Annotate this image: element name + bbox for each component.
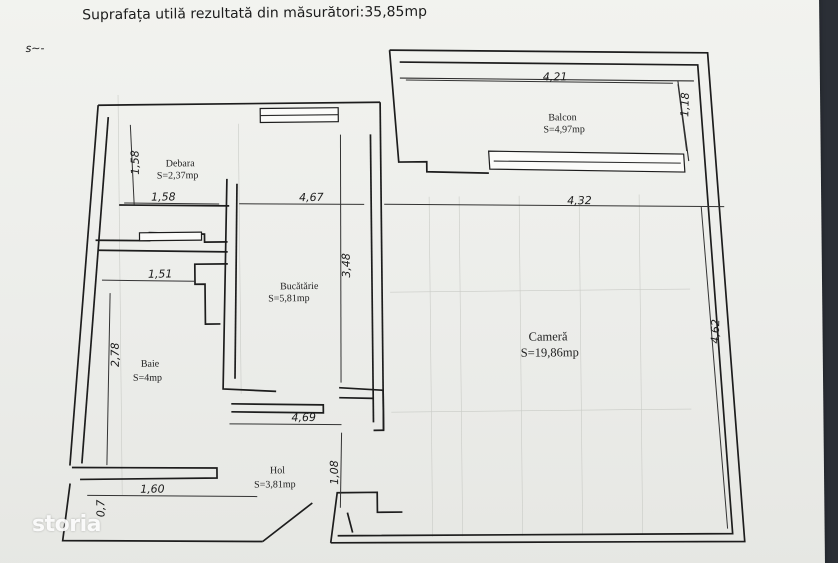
baie-name: Baie — [141, 359, 160, 370]
dim-balcon-width: 4,21 — [543, 70, 568, 83]
hol-name: Hol — [270, 465, 285, 476]
dim-camera-height: 4,62 — [709, 319, 723, 344]
dim-balcon-depth: 1,18 — [678, 92, 692, 117]
baie-area: S=4mp — [133, 373, 162, 384]
dim-baie-height: 2,78 — [109, 342, 122, 367]
camera-name: Cameră — [529, 329, 568, 343]
dim-kitchen-bottom: 4,69 — [291, 411, 316, 424]
dimension-lines — [87, 79, 729, 529]
dim-hol-depth: 1,08 — [328, 460, 341, 485]
debara-name: Debara — [166, 158, 196, 169]
dim-camera-width: 4,32 — [567, 194, 592, 207]
dim-hol-small: 0,7 — [94, 500, 107, 518]
bucatarie-area: S=5,81mp — [268, 293, 310, 304]
bucatarie-name: Bucătărie — [280, 281, 319, 292]
dim-debara-width: 1,58 — [151, 190, 176, 203]
dim-debara-height: 1,58 — [129, 150, 142, 175]
camera-area: S=19,86mp — [521, 345, 579, 360]
dim-kitchen-top: 4,67 — [299, 191, 324, 204]
storia-watermark: storia — [32, 512, 101, 537]
surface-header: Suprafața utilă rezultată din măsurători… — [82, 4, 427, 24]
hol-area: S=3,81mp — [254, 479, 296, 490]
dim-baie-width: 1,51 — [148, 267, 173, 280]
paper-grid — [117, 95, 692, 537]
balcon-name: Balcon — [548, 112, 576, 123]
dim-hol-width: 1,60 — [140, 483, 165, 496]
baie-vent — [138, 231, 203, 242]
corner-scribble: s∼- — [25, 42, 44, 55]
walls — [61, 49, 746, 544]
dim-kitchen-depth: 3,48 — [340, 253, 353, 278]
debara-area: S=2,37mp — [157, 170, 199, 181]
balcon-area: S=4,97mp — [543, 124, 585, 135]
